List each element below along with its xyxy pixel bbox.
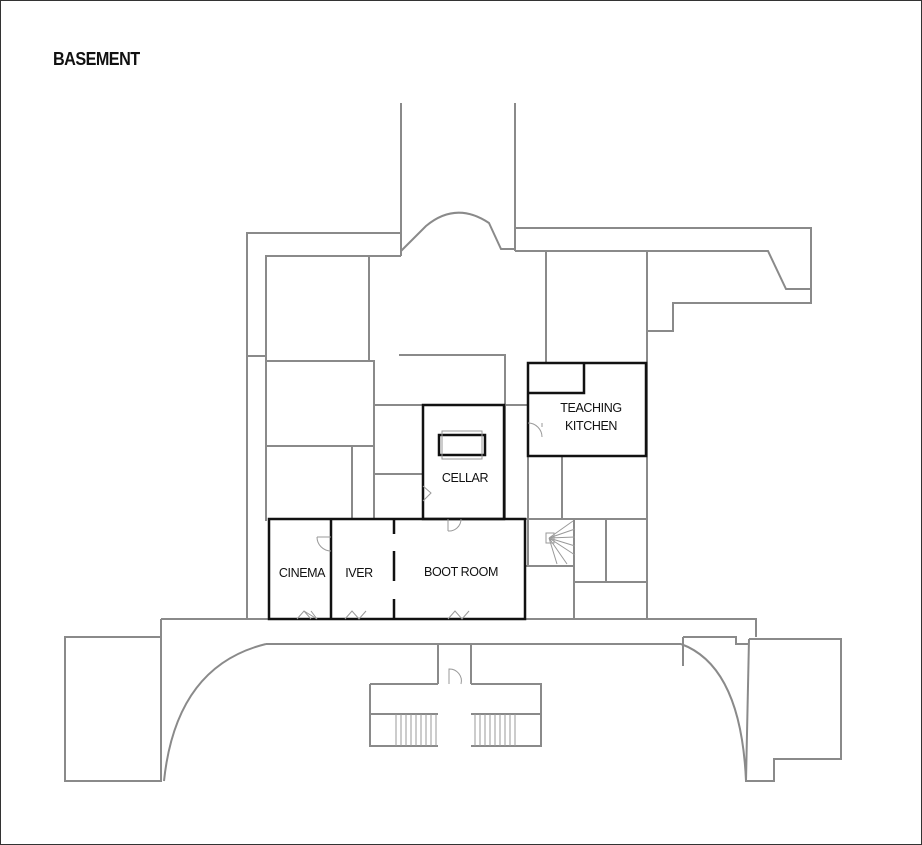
lower-room-block <box>267 517 527 621</box>
cellar-room <box>421 403 506 521</box>
cinema-label: CINEMA <box>279 566 326 580</box>
surrounding-walls <box>64 103 842 782</box>
stairs <box>395 520 576 746</box>
teaching-kitchen-label-2: KITCHEN <box>565 419 617 433</box>
highlighted-rooms <box>267 361 648 621</box>
room-labels: TEACHING KITCHEN CELLAR CINEMA IVER BOOT… <box>279 401 622 580</box>
doors <box>296 422 543 685</box>
teaching-kitchen-label: TEACHING <box>560 401 621 415</box>
boot-room-label: BOOT ROOM <box>424 565 498 579</box>
cellar-label: CELLAR <box>442 471 489 485</box>
teaching-kitchen-room <box>526 361 648 458</box>
iver-label: IVER <box>345 566 373 580</box>
floor-title: BASEMENT <box>53 49 140 69</box>
cellar-fixture <box>437 433 487 457</box>
